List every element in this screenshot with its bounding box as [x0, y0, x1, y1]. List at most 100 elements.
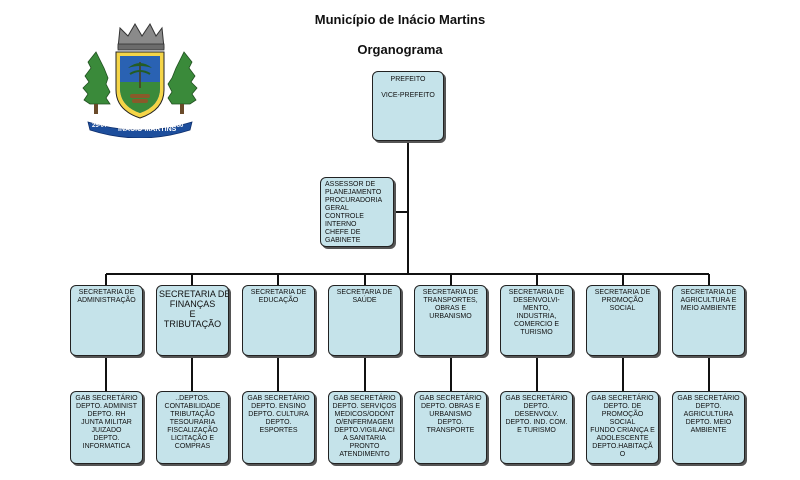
pine-tree-left-icon — [82, 51, 111, 114]
page-title: Município de Inácio Martins — [314, 12, 486, 27]
secretaria-line: SECRETARIA DE — [336, 289, 393, 296]
secretaria-line: SOCIAL — [609, 305, 636, 312]
departamento-line: GAB SECRETÁRIO — [505, 395, 568, 402]
departamento-line: DEPTO. ADMINIST — [76, 403, 137, 410]
departamento-line: DEPTO.HABITAÇÃ — [592, 443, 653, 450]
departamentos-saude-box: GAB SECRETÁRIO DEPTO. SERVIÇOS MEDICOS/O… — [328, 391, 401, 464]
secretaria-line: INDUSTRIA, — [516, 313, 557, 320]
secretaria-desenvolvimento-box: SECRETARIA DE DESENVOLVI- MENTO, INDUSTR… — [500, 285, 573, 356]
secretaria-line: AGRICULTURA E — [680, 297, 737, 304]
departamento-line: TRANSPORTE — [426, 427, 475, 434]
assessor-line: CHEFE DE — [325, 229, 361, 236]
secretaria-promocao-social-box: SECRETARIA DE PROMOÇÃO SOCIAL — [586, 285, 659, 356]
departamento-line: COMPRAS — [174, 443, 211, 450]
secretaria-line: DESENVOLVI- — [513, 297, 560, 304]
departamento-line: GAB SECRETÁRIO — [591, 395, 654, 402]
prefeito-box: PREFEITO VICE-PREFEITO — [372, 71, 444, 141]
secretaria-line: MENTO, — [522, 305, 551, 312]
secretaria-agricultura-box: SECRETARIA DE AGRICULTURA E MEIO AMBIENT… — [672, 285, 745, 356]
secretaria-line: TURISMO — [520, 329, 553, 336]
secretaria-line: TRIBUTAÇÃO — [163, 319, 222, 329]
departamento-line: CONTABILIDADE — [164, 403, 221, 410]
secretaria-line: URBANISMO — [429, 313, 472, 320]
departamento-line: GAB SECRETÁRIO — [677, 395, 740, 402]
departamento-line: LICITAÇÃO E — [170, 435, 215, 442]
departamento-line: DEPTO.VIGILANCI — [334, 427, 395, 434]
secretaria-line: SAÚDE — [352, 297, 377, 304]
departamento-line: FISCALIZAÇÃO — [167, 427, 218, 434]
departamento-line: URBANISMO — [429, 411, 472, 418]
departamento-line: ..DEPTOS. — [175, 395, 210, 402]
departamento-line: ESPORTES — [259, 427, 298, 434]
departamento-line: DEPTO. OBRAS E — [421, 403, 480, 410]
secretaria-line: SECRETARIA DE — [680, 289, 737, 296]
secretaria-line: ADMINISTRAÇÃO — [77, 297, 136, 304]
pine-tree-right-icon — [167, 51, 198, 114]
logo-left-date: 25-07 — [92, 123, 108, 129]
departamento-line: SOCIAL — [609, 419, 636, 426]
assessor-line: PROCURADORIA — [325, 197, 383, 204]
secretaria-line: SECRETARIA DE — [159, 289, 229, 299]
departamento-line: DEPTO. IND. COM. — [505, 419, 568, 426]
departamento-line: INFORMATICA — [82, 443, 131, 450]
departamento-line: ATENDIMENTO — [339, 451, 390, 458]
departamento-line: DEPTO. — [695, 403, 722, 410]
departamento-line: AMBIENTE — [690, 427, 727, 434]
departamento-line: DEPTO. — [437, 419, 464, 426]
secretaria-line: SECRETARIA DE — [594, 289, 651, 296]
departamento-line: DEPTO. — [265, 419, 292, 426]
vice-prefeito-label: VICE-PREFEITO — [381, 92, 435, 99]
assessor-line: ASSESSOR DE — [325, 181, 376, 188]
secretaria-line: SECRETARIA DE — [508, 289, 565, 296]
departamentos-agricultura-box: GAB SECRETÁRIO DEPTO. AGRICULTURA DEPTO.… — [672, 391, 745, 464]
secretaria-line: PROMOÇÃO — [601, 297, 644, 304]
departamento-line: JUIZADO — [91, 427, 122, 434]
departamento-line: DEPTO. — [523, 403, 550, 410]
departamento-line: DEPTO. SERVIÇOS — [332, 403, 397, 410]
secretaria-educacao-box: SECRETARIA DE EDUCAÇÃO — [242, 285, 315, 356]
assessor-line: GABINETE — [325, 237, 361, 244]
departamento-line: PRONTO — [349, 443, 380, 450]
departamentos-educacao-box: GAB SECRETÁRIO DEPTO. ENSINO DEPTO. CULT… — [242, 391, 315, 464]
departamento-line: GAB SECRETÁRIO — [333, 395, 396, 402]
logo-right-year: 1960 — [170, 123, 184, 129]
assessor-box: ASSESSOR DE PLANEJAMENTO PROCURADORIA GE… — [320, 177, 394, 247]
departamento-line: DESENVOLV. — [514, 411, 559, 418]
assessor-line: INTERNO — [325, 221, 357, 228]
departamento-line: DEPTO. ENSINO — [251, 403, 306, 410]
departamentos-transportes-box: GAB SECRETÁRIO DEPTO. OBRAS E URBANISMO … — [414, 391, 487, 464]
departamento-line: TESOURARIA — [169, 419, 216, 426]
departamentos-financas-box: ..DEPTOS. CONTABILIDADE TRIBUTAÇÃO TESOU… — [156, 391, 229, 464]
departamento-line: O — [619, 451, 626, 458]
departamentos-desenvolvimento-box: GAB SECRETÁRIO DEPTO. DESENVOLV. DEPTO. … — [500, 391, 573, 464]
prefeito-label: PREFEITO — [390, 76, 426, 83]
departamento-line: DEPTO. RH — [87, 411, 126, 418]
departamento-line: ADOLESCENTE — [596, 435, 649, 442]
departamentos-promocao-social-box: GAB SECRETÁRIO DEPTO. DE PROMOÇÃO SOCIAL… — [586, 391, 659, 464]
departamento-line: AGRICULTURA — [683, 411, 734, 418]
departamento-line: GAB SECRETÁRIO — [419, 395, 482, 402]
secretaria-line: SECRETARIA DE — [250, 289, 307, 296]
departamento-line: GAB SECRETÁRIO — [247, 395, 310, 402]
departamento-line: FUNDO CRIANÇA E — [590, 427, 655, 434]
secretaria-financas-box: SECRETARIA DE FINANÇAS E TRIBUTAÇÃO — [156, 285, 229, 356]
secretaria-line: E — [189, 309, 196, 319]
assessor-line: CONTROLE — [325, 213, 364, 220]
departamento-line: O/ENFERMAGEM — [335, 419, 394, 426]
secretaria-administracao-box: SECRETARIA DE ADMINISTRAÇÃO — [70, 285, 143, 356]
departamento-line: GAB SECRETÁRIO — [75, 395, 138, 402]
secretaria-line: TRANSPORTES, — [423, 297, 478, 304]
secretaria-transportes-box: SECRETARIA DE TRANSPORTES, OBRAS E URBAN… — [414, 285, 487, 356]
secretaria-line: OBRAS E — [434, 305, 467, 312]
secretaria-line: SECRETARIA DE — [78, 289, 135, 296]
secretaria-line: SECRETARIA DE — [422, 289, 479, 296]
departamento-line: A SANITARIA — [343, 435, 386, 442]
secretaria-line: FINANÇAS — [169, 299, 216, 309]
departamento-line: JUNTA MILITAR — [81, 419, 132, 426]
logo-banner-text: INÁCIO MARTINS — [118, 126, 177, 133]
departamento-line: TRIBUTAÇÃO — [170, 411, 215, 418]
secretaria-saude-box: SECRETARIA DE SAÚDE — [328, 285, 401, 356]
secretaria-line: COMERCIO E — [513, 321, 560, 328]
secretaria-line: EDUCAÇÃO — [258, 297, 299, 304]
departamento-line: MEDICOS/ODONT — [334, 411, 395, 418]
